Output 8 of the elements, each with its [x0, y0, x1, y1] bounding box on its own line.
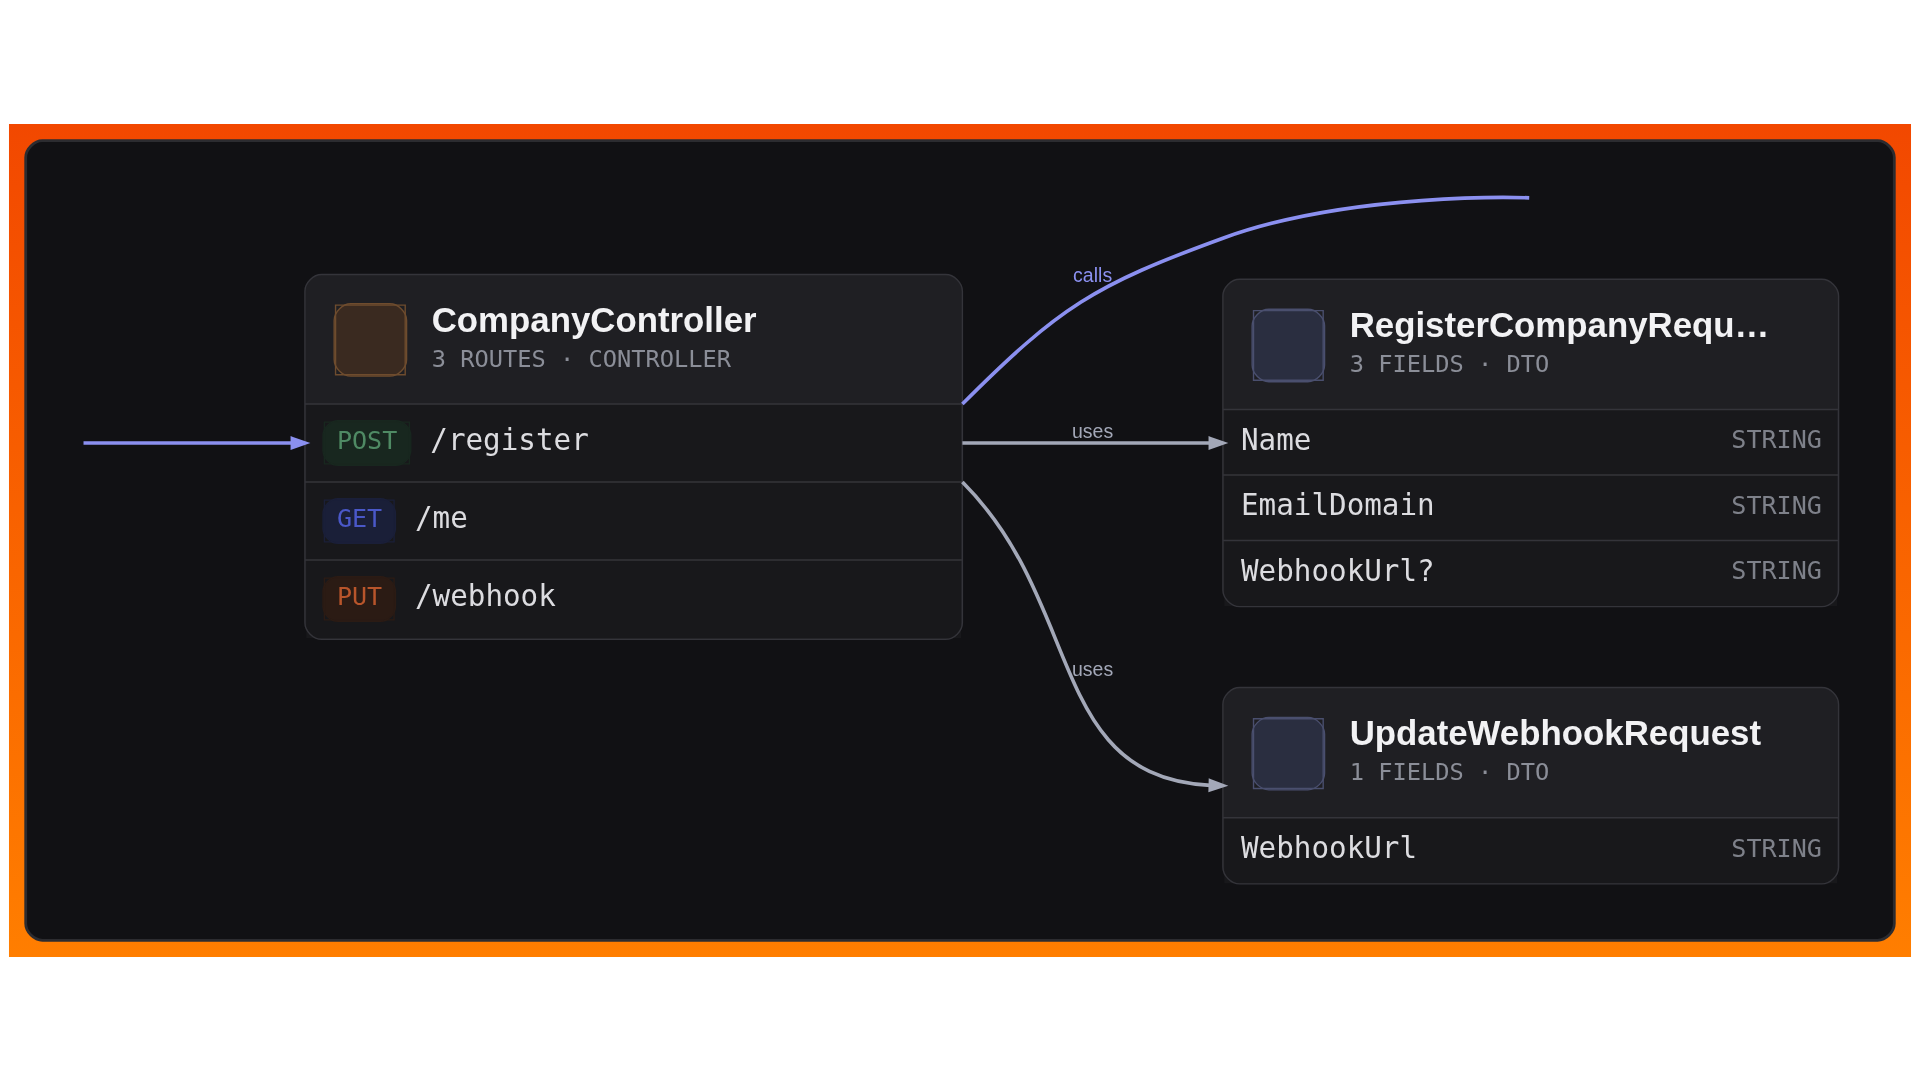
arrow	[962, 435, 1229, 450]
cluster	[24, 138, 1896, 942]
edge-label: calls	[1073, 263, 1113, 286]
edge-label: uses	[1072, 657, 1114, 680]
connector	[961, 195, 1530, 405]
arrow	[961, 480, 1229, 792]
arrow	[83, 435, 311, 450]
edge-label: uses	[1072, 419, 1114, 442]
